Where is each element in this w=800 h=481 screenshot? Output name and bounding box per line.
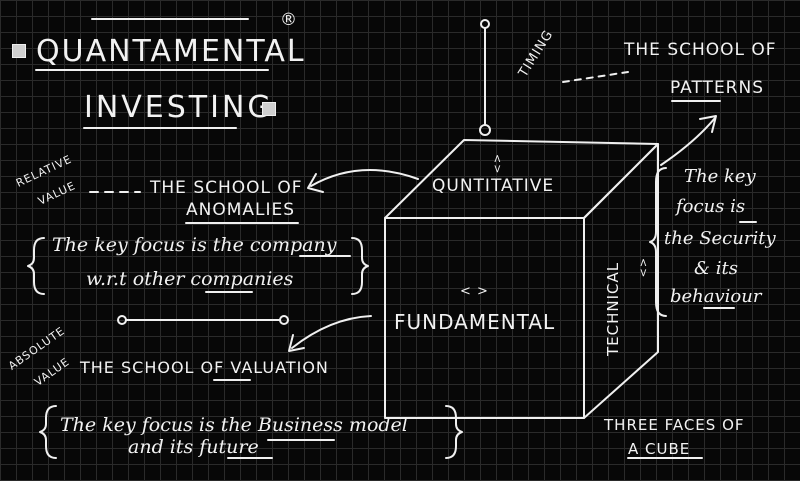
title-square-left (12, 44, 26, 58)
timing-dashes (562, 71, 629, 83)
arrow-to-valuation (291, 315, 372, 349)
arrowhead-anomalies (307, 173, 324, 193)
school-of-patterns-line1: The School of (624, 40, 777, 60)
security-line1: The key (684, 166, 756, 187)
cube-caption-line1: Three faces of (604, 416, 745, 434)
anomalies-focus-line1: The key focus is the company (52, 234, 337, 256)
brace-valuation-left (39, 405, 57, 459)
brace-anomalies-right (351, 237, 369, 295)
brace-anomalies-left (27, 237, 45, 295)
divider-right-circle (279, 315, 289, 325)
arrowhead-valuation (288, 334, 305, 352)
security-line5: behaviour (670, 286, 762, 307)
school-of-patterns-line2: Patterns (670, 78, 765, 98)
anomalies-focus-line2: w.r.t other companies (86, 268, 294, 290)
security-line3: the Security (664, 228, 776, 249)
cube-side-face (583, 143, 659, 419)
arrow-to-patterns (660, 117, 716, 166)
title-square-right (262, 102, 276, 116)
school-of-anomalies-line2: Anomalies (186, 200, 296, 220)
security-line4: & its (694, 258, 738, 279)
cube-horizontal-arrows: < > (460, 284, 489, 299)
cube-side-arrows: <> (637, 258, 650, 279)
pendulum-bottom-circle (479, 124, 491, 136)
valuation-focus-line2: and its future (128, 436, 259, 458)
cube-side-label: Technical (604, 261, 622, 356)
cube-vertical-arrows: <> (491, 154, 504, 175)
cube-front-label: Fundamental (394, 310, 556, 334)
arrowhead-patterns (699, 115, 717, 133)
page-title-line2: Investing (84, 90, 274, 125)
divider-left-circle (117, 315, 127, 325)
brace-valuation-right (445, 405, 463, 459)
cube-top-label: Quntitative (432, 176, 555, 196)
school-of-valuation: The School of Valuation (80, 358, 329, 377)
school-of-anomalies-line1: The School of (150, 178, 303, 198)
valuation-focus-line1: The key focus is the Business model (60, 414, 408, 436)
registered-mark: ® (280, 10, 298, 30)
cube-caption-line2: a cube (628, 440, 691, 458)
page-title-line1: Quantamental (36, 34, 306, 69)
arrow-to-anomalies (310, 169, 419, 187)
security-line2: focus is (676, 196, 746, 217)
pendulum-top-circle (480, 19, 490, 29)
brace-security (649, 167, 667, 317)
